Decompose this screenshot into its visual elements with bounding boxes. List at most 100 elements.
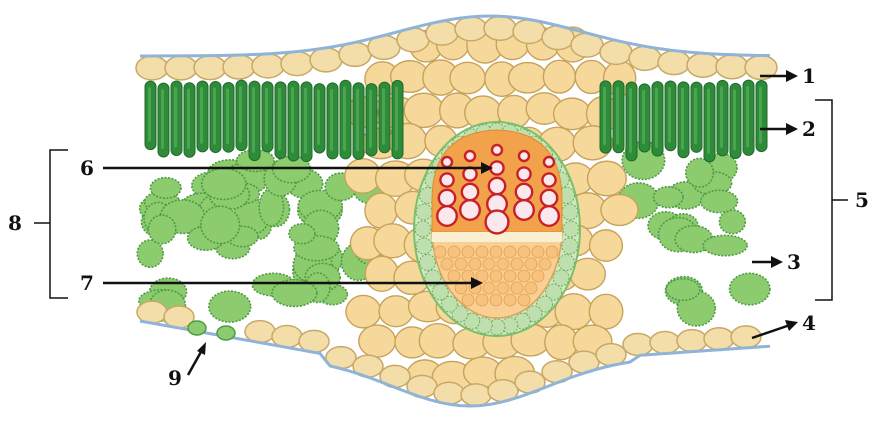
label-2: 2 (802, 117, 816, 141)
palisade-highlight (382, 88, 385, 145)
phloem-cell (504, 246, 516, 258)
spongy-cell (701, 190, 738, 212)
arrowhead-1 (786, 70, 798, 82)
xylem-vessel (437, 206, 457, 226)
palisade-highlight (291, 87, 294, 153)
midrib-cell (450, 62, 485, 93)
palisade-highlight (655, 88, 658, 149)
label-6: 6 (80, 156, 94, 180)
palisade-highlight (304, 88, 307, 154)
phloem-cell (490, 294, 502, 306)
spongy-cell (654, 187, 683, 208)
phloem-cell (539, 258, 551, 270)
phloem-cell (469, 258, 481, 270)
phloem-cell (476, 294, 488, 306)
palisade-highlight (369, 90, 372, 148)
brace-5 (815, 100, 848, 300)
midrib-cell (404, 93, 443, 127)
label-1: 1 (802, 64, 816, 88)
phloem-cell (504, 270, 516, 282)
upper-epidermis-cell (716, 55, 748, 79)
phloem-cell (434, 246, 446, 258)
xylem-vessel (542, 173, 555, 186)
phloem-cell (490, 270, 502, 282)
arrow-line-9 (188, 350, 202, 375)
arrowhead-2 (786, 123, 798, 135)
vascular-bundle (414, 122, 580, 336)
palisade-highlight (226, 88, 229, 144)
upper-epidermis-cell (281, 52, 313, 76)
upper-epidermis-cell (310, 48, 342, 72)
palisade-highlight (707, 89, 710, 154)
upper-epidermis-cell (484, 16, 516, 40)
brace-8 (34, 150, 68, 298)
phloem-cell (525, 282, 537, 294)
palisade-highlight (681, 88, 684, 150)
guard-cell-left (188, 321, 206, 335)
palisade-highlight (356, 89, 359, 152)
phloem-cell (532, 246, 544, 258)
palisade-highlight (278, 88, 281, 151)
xylem-vessel (465, 151, 475, 161)
spongy-cell (686, 158, 714, 187)
xylem-vessel (460, 200, 480, 220)
midrib-cell (365, 193, 397, 228)
spongy-cell (703, 235, 747, 255)
sheath-cell (415, 221, 431, 237)
palisade-highlight (668, 87, 671, 143)
xylem-vessel (492, 145, 502, 155)
xylem-vessel (516, 184, 532, 200)
upper-epidermis-cell (455, 17, 487, 41)
lower-epidermis-cell (461, 384, 491, 406)
upper-epidermis-cell (252, 54, 284, 78)
midrib-cell (589, 294, 622, 329)
phloem-cell (462, 246, 474, 258)
spongy-cell (289, 224, 315, 244)
spongy-cell (148, 215, 175, 244)
palisade-highlight (733, 89, 736, 150)
lower-epidermis-cell (704, 328, 734, 350)
sheath-cell (562, 238, 578, 254)
spongy-cell (202, 168, 246, 199)
lower-epidermis-cell (623, 333, 653, 355)
palisade-highlight (603, 87, 606, 145)
midrib-cell (419, 324, 456, 358)
label-8: 8 (8, 211, 22, 235)
xylem-vessel (517, 167, 530, 180)
palisade-highlight (720, 86, 723, 148)
arrowhead-3 (771, 256, 783, 268)
palisade-highlight (200, 87, 203, 144)
label-7: 7 (80, 271, 94, 295)
midrib-cell (359, 325, 396, 357)
phloem-cell (518, 294, 530, 306)
phloem-cell (532, 270, 544, 282)
spongy-cell (150, 178, 181, 199)
phloem-cell (511, 258, 523, 270)
spongy-cell (719, 210, 745, 234)
palisade-highlight (330, 89, 333, 151)
palisade-highlight (629, 88, 632, 153)
sheath-cell (553, 270, 569, 286)
phloem-cell (490, 246, 502, 258)
midrib-cell (554, 98, 591, 129)
xylem-vessel (462, 184, 478, 200)
upper-epidermis-cell (194, 56, 226, 80)
upper-epidermis-cell (658, 51, 690, 75)
palisade-highlight (213, 87, 216, 144)
sheath-cell (563, 221, 579, 237)
sheath-cell (416, 238, 432, 254)
sheath-cell (419, 255, 435, 271)
guard-cell-right (217, 326, 235, 340)
palisade-highlight (616, 87, 619, 145)
phloem-cell (518, 270, 530, 282)
phloem-cell (455, 258, 467, 270)
midrib-cell (543, 60, 575, 93)
phloem-cell (483, 282, 495, 294)
xylem-vessel (544, 157, 554, 167)
phloem-cell (483, 258, 495, 270)
phloem-cell (504, 294, 516, 306)
palisade-highlight (746, 86, 749, 147)
palisade-highlight (317, 90, 320, 145)
